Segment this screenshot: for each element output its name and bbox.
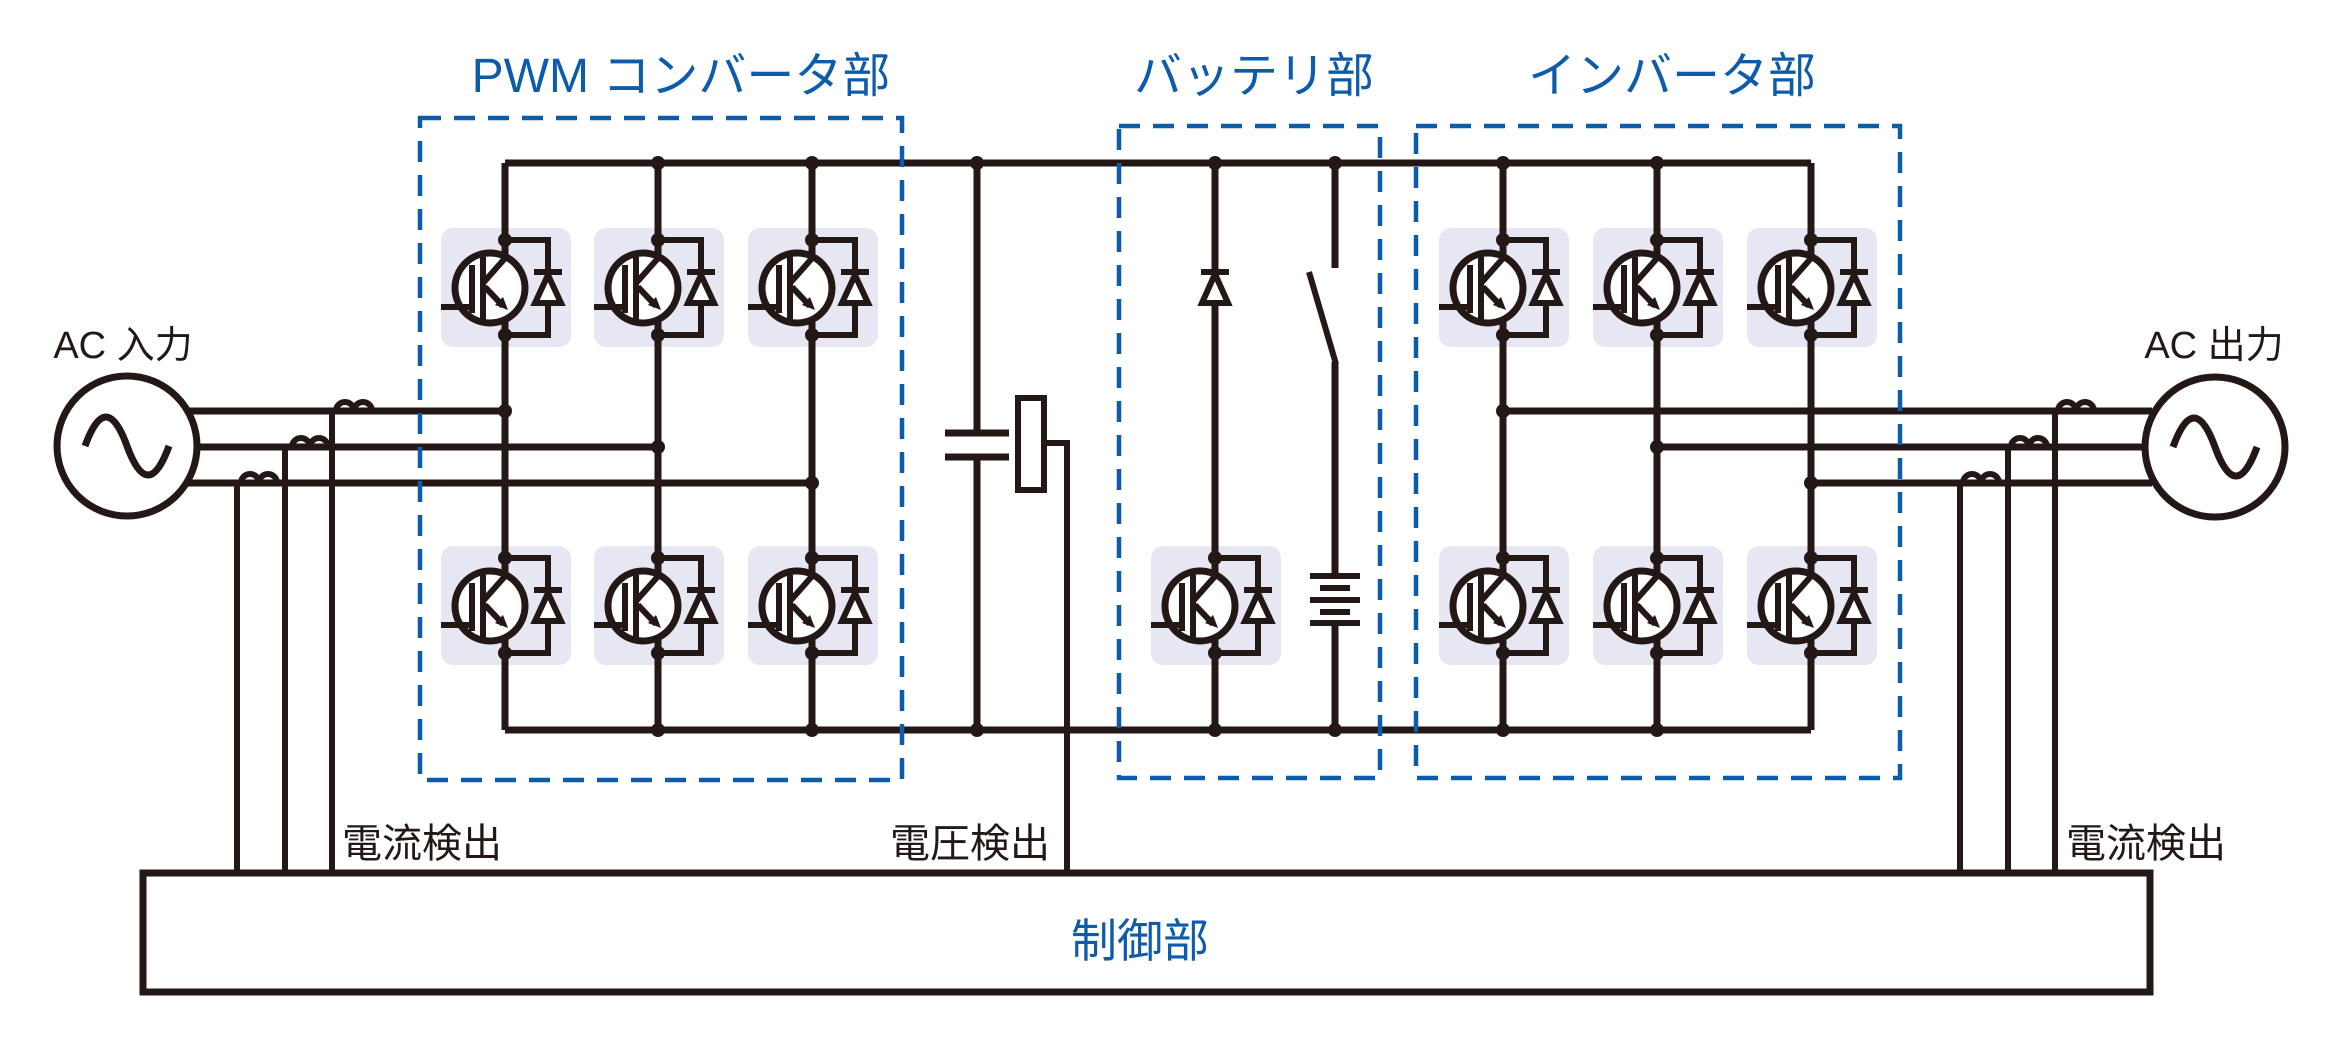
battery-diode: [1197, 163, 1233, 546]
pwm-converter-frame: [417, 115, 905, 783]
igbt-module: [594, 228, 724, 347]
igbt-module: [1593, 228, 1723, 347]
igbt-module: [441, 228, 571, 347]
ac-output-source: [2141, 373, 2289, 521]
igbt-module: [594, 546, 724, 665]
igbt-module: [748, 546, 878, 665]
igbt-module: [1747, 228, 1877, 347]
igbt-module: [1439, 546, 1569, 665]
current-detect-right-label: 電流検出: [2066, 822, 2226, 866]
converter-section-label: PWM コンバータ部: [472, 50, 891, 103]
ac-input-label: AC 入力: [53, 325, 192, 367]
control-unit-label: 制御部: [1071, 915, 1209, 967]
current-sense-lines-input: [234, 411, 335, 876]
igbt-module: [1151, 546, 1281, 665]
igbt-module: [748, 228, 878, 347]
voltage-sense-line: [1044, 440, 1070, 876]
igbt-module: [1593, 546, 1723, 665]
igbt-module: [1747, 546, 1877, 665]
sine-wave-icon: [81, 413, 173, 479]
igbt-module: [441, 546, 571, 665]
inverter-frame: [1413, 123, 1903, 781]
battery-igbt-module: [1151, 546, 1281, 665]
battery-symbol: [1310, 573, 1360, 730]
control-unit-box: 制御部: [139, 869, 2154, 996]
ac-phase-lines: [188, 407, 2152, 487]
inverter-section-label: インバータ部: [1528, 50, 1816, 103]
voltage-sensor: [1015, 395, 1047, 493]
sine-wave-icon: [2169, 414, 2261, 480]
ac-input-source: [53, 372, 201, 520]
battery-frame: [1116, 123, 1383, 781]
disconnect-switch: [1306, 163, 1339, 576]
current-sense-lines-output: [1957, 411, 2058, 876]
dc-link-capacitor: [945, 163, 1009, 730]
battery-section-label: バッテリ部: [1134, 50, 1374, 103]
igbt-module: [1439, 228, 1569, 347]
voltage-detect-label: 電圧検出: [890, 822, 1050, 866]
junction-dots: [498, 156, 1818, 737]
ac-output-label: AC 出力: [2144, 325, 2283, 367]
current-detect-left-label: 電流検出: [342, 822, 502, 866]
